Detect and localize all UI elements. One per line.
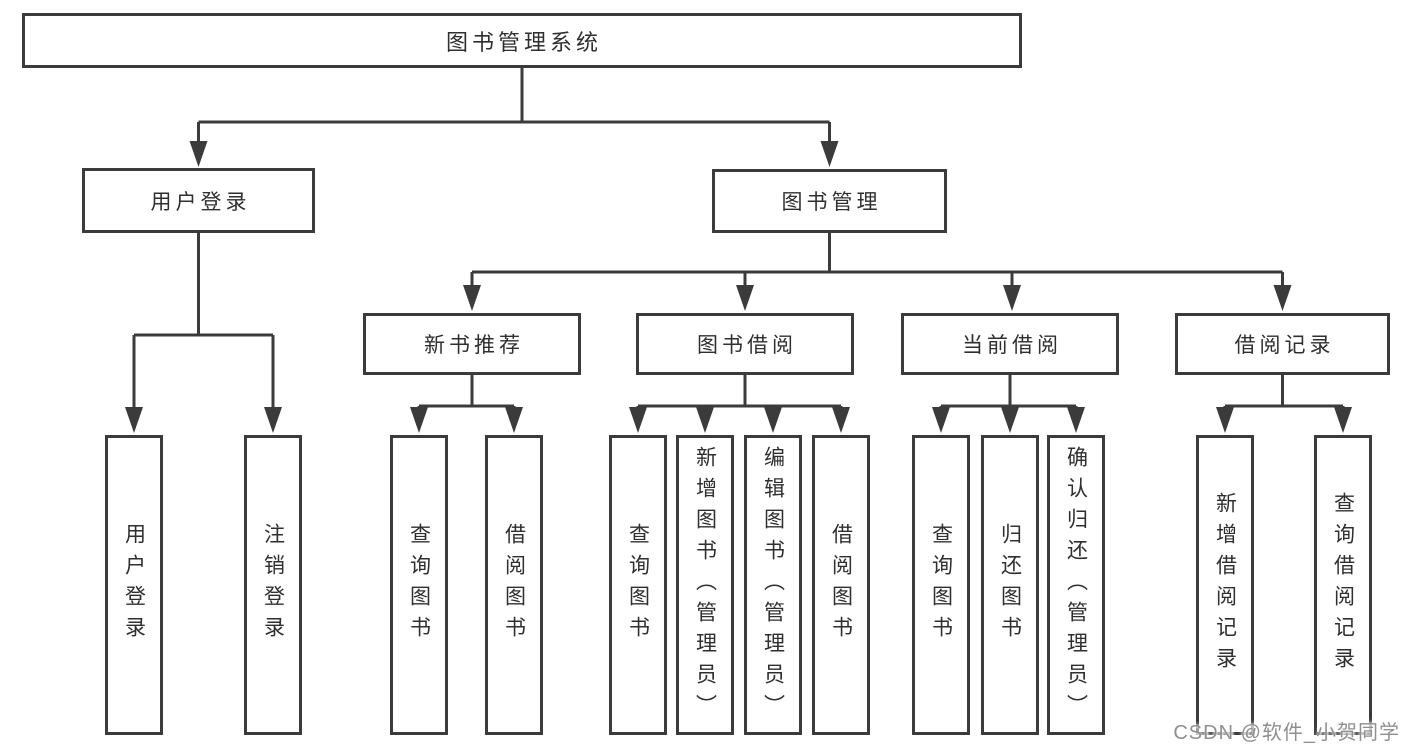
arrowhead xyxy=(764,407,782,433)
leaf-edit-books-admin: 编辑图书（管理员） xyxy=(744,435,802,735)
leaf-confirm-return-admin-label: 确认归还（管理员） xyxy=(1064,445,1088,725)
node-user-login: 用户登录 xyxy=(82,168,315,233)
node-book-borrowing: 图书借阅 xyxy=(636,313,854,375)
leaf-query-books-current-label: 查询图书 xyxy=(929,523,953,647)
leaf-borrow-books-borrowing-label: 借阅图书 xyxy=(829,523,853,647)
arrowhead xyxy=(1067,407,1085,433)
node-root-label: 图书管理系统 xyxy=(445,29,602,55)
connector-new-book-recommendation-children xyxy=(410,375,523,433)
connector-user-login-children xyxy=(125,233,282,433)
leaf-add-books-admin-label: 新增图书（管理员） xyxy=(693,445,717,725)
node-book-management: 图书管理 xyxy=(712,169,947,233)
leaf-query-books-borrowing-label: 查询图书 xyxy=(626,523,650,647)
node-user-login-label: 用户登录 xyxy=(150,190,251,214)
leaf-logout: 注销登录 xyxy=(244,435,302,735)
arrowhead xyxy=(189,141,208,167)
node-current-borrowing-label: 当前借阅 xyxy=(962,334,1062,357)
leaf-borrow-books-recommend-label: 借阅图书 xyxy=(502,523,526,647)
arrowhead xyxy=(1273,285,1292,311)
arrowhead xyxy=(125,407,143,433)
watermark: CSDN @软件_小贺同学 xyxy=(1173,722,1400,744)
node-book-management-label: 图书管理 xyxy=(781,191,882,214)
arrowhead xyxy=(832,407,850,433)
arrowhead xyxy=(629,407,647,433)
leaf-add-books-admin: 新增图书（管理员） xyxy=(676,435,734,735)
leaf-return-books-label: 归还图书 xyxy=(998,523,1022,647)
leaf-query-borrow-record: 查询借阅记录 xyxy=(1314,435,1372,735)
leaf-borrow-books-borrowing: 借阅图书 xyxy=(812,435,870,735)
leaf-query-borrow-record-label: 查询借阅记录 xyxy=(1331,492,1355,678)
leaf-confirm-return-admin: 确认归还（管理员） xyxy=(1047,435,1105,735)
connector-borrowing-records-children xyxy=(1216,375,1352,433)
connector-root-to-level2 xyxy=(189,68,839,167)
node-borrowing-records-label: 借阅记录 xyxy=(1234,334,1335,357)
leaf-add-borrow-record: 新增借阅记录 xyxy=(1196,435,1254,735)
leaf-query-books-recommend-label: 查询图书 xyxy=(407,523,431,647)
arrowhead xyxy=(932,407,950,433)
leaf-query-books-current: 查询图书 xyxy=(912,435,970,735)
connector-book-management-children xyxy=(463,233,1292,311)
arrowhead xyxy=(820,141,839,167)
leaf-edit-books-admin-label: 编辑图书（管理员） xyxy=(761,445,785,725)
node-new-book-recommendation: 新书推荐 xyxy=(363,313,581,375)
node-borrowing-records: 借阅记录 xyxy=(1175,313,1390,375)
arrowhead xyxy=(1001,407,1019,433)
leaf-user-login-label: 用户登录 xyxy=(122,523,146,647)
arrowhead xyxy=(505,407,523,433)
arrowhead xyxy=(736,285,754,311)
leaf-borrow-books-recommend: 借阅图书 xyxy=(485,435,543,735)
arrowhead xyxy=(1003,285,1021,311)
connector-book-borrowing-children xyxy=(629,375,850,433)
arrowhead xyxy=(410,407,428,433)
node-book-borrowing-label: 图书借阅 xyxy=(697,334,797,357)
arrowhead xyxy=(696,407,714,433)
node-root: 图书管理系统 xyxy=(22,13,1022,68)
leaf-add-borrow-record-label: 新增借阅记录 xyxy=(1213,492,1237,678)
leaf-logout-label: 注销登录 xyxy=(261,523,285,647)
leaf-query-books-recommend: 查询图书 xyxy=(390,435,448,735)
node-new-book-recommendation-label: 新书推荐 xyxy=(424,334,524,357)
leaf-user-login: 用户登录 xyxy=(105,435,163,735)
leaf-query-books-borrowing: 查询图书 xyxy=(609,435,667,735)
arrowhead xyxy=(1216,407,1234,433)
arrowhead xyxy=(1334,407,1352,433)
node-current-borrowing: 当前借阅 xyxy=(901,313,1119,375)
leaf-return-books: 归还图书 xyxy=(981,435,1039,735)
arrowhead xyxy=(264,407,282,433)
arrowhead xyxy=(463,285,481,311)
connector-current-borrowing-children xyxy=(932,375,1085,433)
